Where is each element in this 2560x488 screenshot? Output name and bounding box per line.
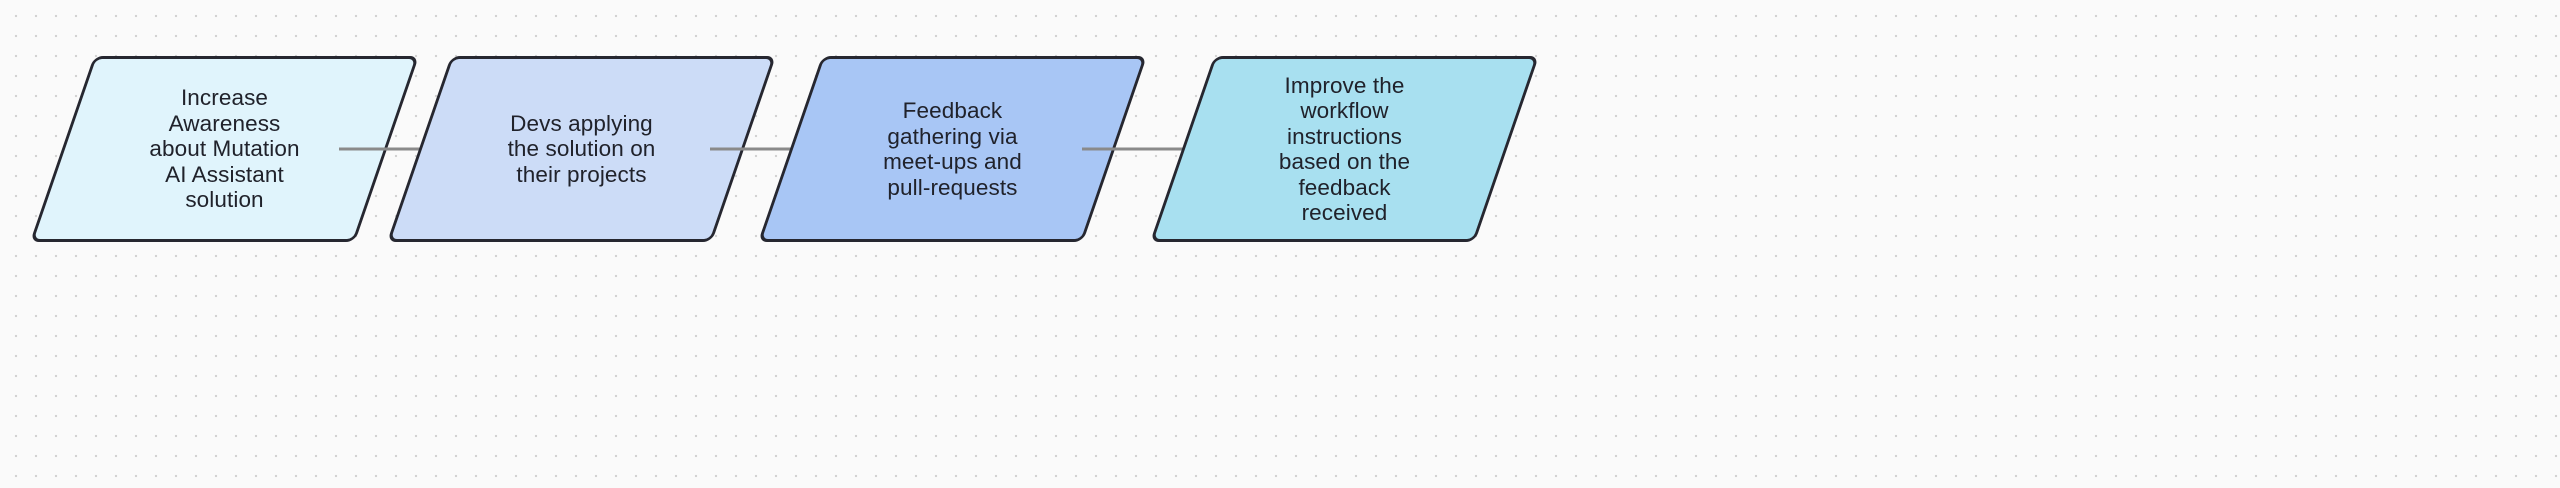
flowchart-node-improve-workflow[interactable]: Improve the workflow instructions based …: [1149, 56, 1540, 242]
node-label: Improve the workflow instructions based …: [1278, 72, 1411, 226]
flowchart-node-increase-awareness[interactable]: Increase Awareness about Mutation AI Ass…: [29, 56, 420, 242]
node-label: Increase Awareness about Mutation AI Ass…: [149, 85, 300, 213]
node-label: Feedback gathering via meet-ups and pull…: [883, 98, 1022, 200]
node-label: Devs applying the solution on their proj…: [507, 110, 656, 187]
flowchart-node-devs-applying[interactable]: Devs applying the solution on their proj…: [386, 56, 777, 242]
flowchart-node-feedback-gathering[interactable]: Feedback gathering via meet-ups and pull…: [757, 56, 1148, 242]
